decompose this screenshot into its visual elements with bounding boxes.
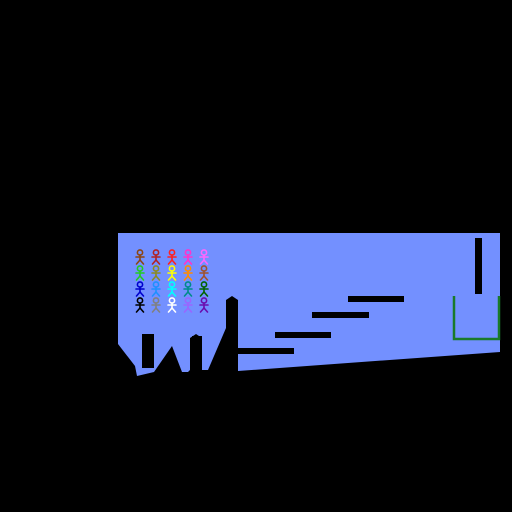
character-limb <box>171 291 177 297</box>
character-limb <box>199 275 205 281</box>
character-limb <box>139 307 145 313</box>
character-limb <box>151 259 157 265</box>
character-limb <box>203 275 209 281</box>
ledge-1 <box>238 348 294 354</box>
character-limb <box>183 259 189 265</box>
character-limb <box>151 275 157 281</box>
character-limb <box>171 307 177 313</box>
stick-figure-character[interactable] <box>199 297 209 313</box>
character-limb <box>155 259 161 265</box>
character-limb <box>155 307 161 313</box>
character-limb <box>155 275 161 281</box>
stick-figure-character[interactable] <box>151 297 161 313</box>
character-limb <box>151 307 157 313</box>
stick-figure-character[interactable] <box>183 249 193 265</box>
stick-figure-character[interactable] <box>183 281 193 297</box>
stick-figure-character[interactable] <box>135 249 145 265</box>
ledge-2 <box>275 332 331 338</box>
character-limb <box>203 307 209 313</box>
stick-figure-character[interactable] <box>167 265 177 281</box>
stick-figure-character[interactable] <box>135 265 145 281</box>
stick-figure-character[interactable] <box>183 265 193 281</box>
character-limb <box>199 291 205 297</box>
character-limb <box>139 291 145 297</box>
character-limb <box>183 307 189 313</box>
stick-figure-character[interactable] <box>135 281 145 297</box>
character-group <box>135 249 209 313</box>
character-limb <box>139 259 145 265</box>
stick-figure-character[interactable] <box>167 281 177 297</box>
stick-figure-character[interactable] <box>167 297 177 313</box>
stick-figure-character[interactable] <box>151 281 161 297</box>
character-limb <box>203 259 209 265</box>
vertical-bar <box>475 238 482 294</box>
ledge-4 <box>348 296 404 302</box>
character-limb <box>187 275 193 281</box>
character-limb <box>187 291 193 297</box>
character-limb <box>135 307 141 313</box>
middle-post <box>192 336 202 370</box>
goal-cup <box>452 296 501 341</box>
level-area <box>118 233 500 376</box>
character-limb <box>167 275 173 281</box>
stick-figure-character[interactable] <box>151 249 161 265</box>
character-limb <box>135 291 141 297</box>
stick-figure-character[interactable] <box>199 249 209 265</box>
character-limb <box>167 259 173 265</box>
character-limb <box>135 259 141 265</box>
stick-figure-character[interactable] <box>183 297 193 313</box>
stick-figure-character[interactable] <box>135 297 145 313</box>
stick-figure-character[interactable] <box>199 281 209 297</box>
character-limb <box>199 307 205 313</box>
stick-figure-character[interactable] <box>167 249 177 265</box>
ledge-3 <box>312 312 369 318</box>
character-limb <box>139 275 145 281</box>
character-limb <box>183 291 189 297</box>
stick-figure-character[interactable] <box>151 265 161 281</box>
character-limb <box>155 291 161 297</box>
wall-pillar <box>226 300 238 372</box>
left-post <box>142 334 154 368</box>
character-limb <box>167 291 173 297</box>
character-limb <box>151 291 157 297</box>
character-limb <box>199 259 205 265</box>
character-limb <box>183 275 189 281</box>
character-limb <box>171 275 177 281</box>
character-limb <box>187 259 193 265</box>
character-limb <box>167 307 173 313</box>
character-limb <box>203 291 209 297</box>
stick-figure-character[interactable] <box>199 265 209 281</box>
character-limb <box>135 275 141 281</box>
character-limb <box>171 259 177 265</box>
character-limb <box>187 307 193 313</box>
